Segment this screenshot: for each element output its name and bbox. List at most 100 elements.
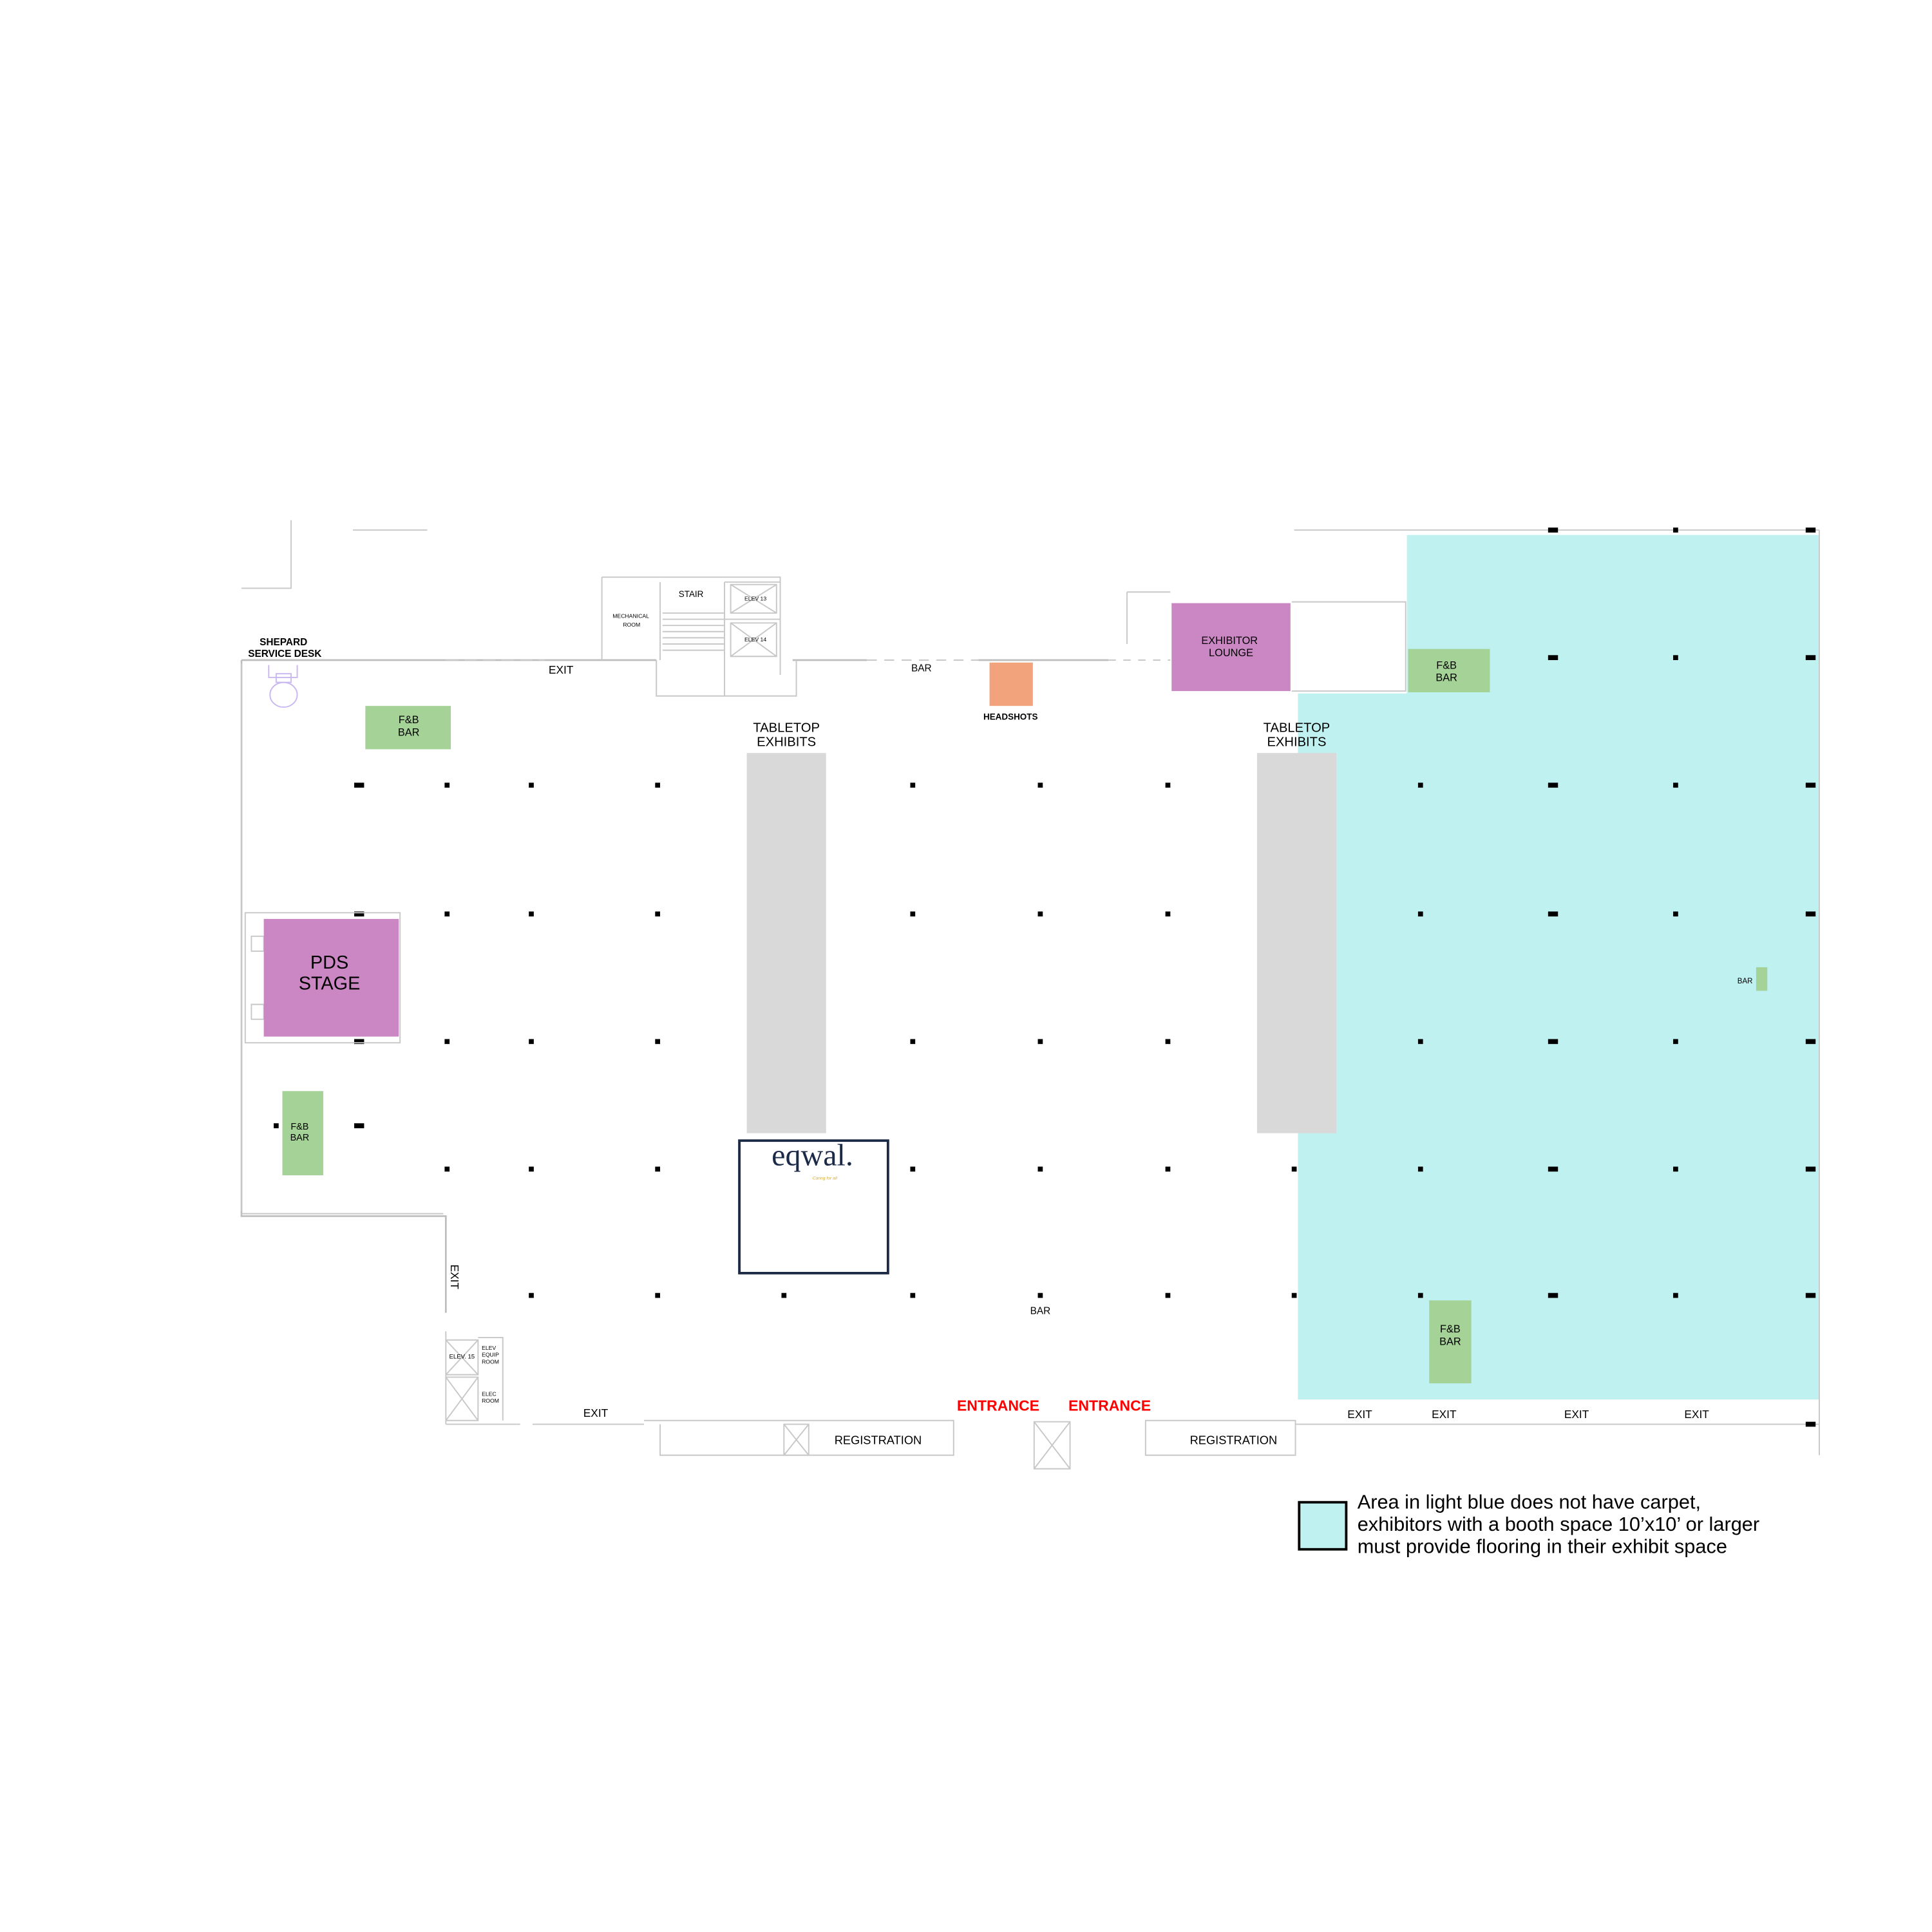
column-marker [655,911,660,917]
column-marker [529,1166,534,1172]
stair-label: STAIR [679,589,704,599]
exit-label-br-1: EXIT [1347,1408,1372,1421]
eqwal-tagline: Caring for all [813,1177,838,1181]
column-marker [354,1123,365,1128]
column-marker [1165,1293,1171,1298]
column-marker [444,1039,450,1045]
column-marker [1037,1293,1043,1298]
headshots-area [989,662,1033,706]
column-marker [1165,1039,1171,1045]
column-marker [655,1166,660,1172]
legend-swatch [1298,1501,1348,1551]
column-marker [1037,782,1043,788]
column-marker [655,1039,660,1045]
column-marker [1548,782,1558,788]
registration-label-1: REGISTRATION [835,1433,922,1446]
column-marker [1165,782,1171,788]
column-marker [655,1293,660,1298]
headshots-label: HEADSHOTS [983,712,1037,721]
column-marker [655,782,660,788]
column-marker [1417,1039,1423,1045]
column-marker [1165,911,1171,917]
elev14-label: ELEV 14 [744,636,766,643]
column-marker [529,1039,534,1045]
bar-label: BAR [911,663,932,674]
column-marker [1805,527,1816,533]
elec-room-label: ELEC ROOM [482,1390,499,1404]
entrance-label-2: ENTRANCE [1068,1397,1151,1414]
column-marker [354,782,365,788]
elev-equip-room-label: ELEV EQUIP ROOM [482,1345,500,1365]
column-marker [781,1293,787,1298]
no-carpet-area [1298,535,1819,1400]
column-marker [1548,655,1558,660]
column-marker [1548,911,1558,917]
legend-text: Area in light blue does not have carpet,… [1358,1490,1765,1557]
column-marker [910,1039,916,1045]
column-marker [1548,1293,1558,1298]
entrance-label-1: ENTRANCE [957,1397,1039,1414]
exit-label-br-2: EXIT [1432,1408,1457,1421]
eqwal-sponsor-booth: eqwal. Caring for all [738,1139,889,1274]
column-marker [1037,1039,1043,1045]
column-marker [444,1166,450,1172]
column-marker [1548,1166,1558,1172]
column-marker [1805,782,1816,788]
mechanical-room-label: MECHANICAL ROOM [612,613,650,628]
column-marker [274,1123,279,1128]
column-marker [1805,1166,1816,1172]
column-marker [1548,527,1558,533]
column-marker [1673,527,1678,533]
elev15-label: ELEV. 15 [449,1354,475,1361]
column-marker [1417,1166,1423,1172]
legend: Area in light blue does not have carpet,… [1298,1490,1765,1558]
column-marker [1037,1166,1043,1172]
column-marker [1291,1166,1297,1172]
eqwal-logo: eqwal. [772,1139,853,1173]
column-marker [1291,1293,1297,1298]
column-marker [1417,911,1423,917]
column-marker [1805,1039,1816,1045]
exit-label-br-4: EXIT [1684,1408,1709,1421]
column-marker [910,1293,916,1298]
shepard-service-desk-label: SHEPARD SERVICE DESK [248,637,321,659]
exit-label: EXIT [549,663,574,676]
column-marker [1673,911,1678,917]
column-marker [1673,655,1678,660]
registration-label-2: REGISTRATION [1190,1433,1278,1446]
exit-bottom-left-label: EXIT [583,1406,609,1419]
exhibitor-lounge [1171,603,1291,692]
column-marker [1673,1293,1678,1298]
column-marker [444,782,450,788]
column-marker [1673,1166,1678,1172]
service-desk-furniture [268,665,298,708]
column-marker [529,782,534,788]
column-marker [354,911,365,917]
bar-bottom-label: BAR [1030,1305,1051,1316]
column-marker [444,911,450,917]
column-marker [1165,1166,1171,1172]
column-marker [910,782,916,788]
column-marker [529,1293,534,1298]
column-marker [1805,1421,1816,1427]
exhibitor-lounge-label: EXHIBITOR LOUNGE [1201,635,1260,659]
column-marker [1805,655,1816,660]
exit-label-br-3: EXIT [1564,1408,1589,1421]
column-marker [1673,782,1678,788]
exit-side-label: EXIT [448,1264,461,1289]
column-marker [910,911,916,917]
bar-right-label: BAR [1738,978,1753,985]
column-marker [1805,911,1816,917]
column-marker [354,1039,365,1045]
